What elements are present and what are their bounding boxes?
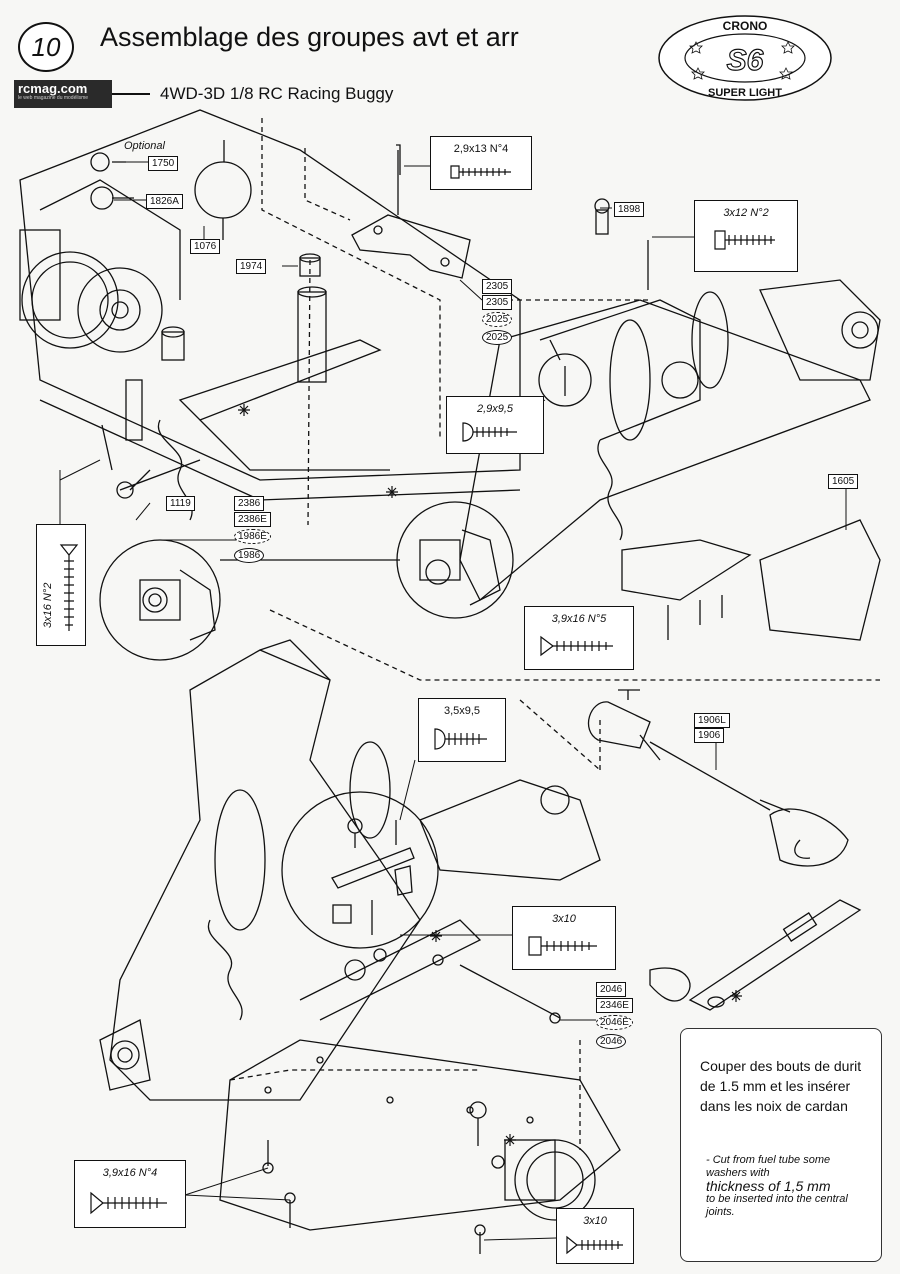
part-1906l: 1906L xyxy=(694,713,730,728)
front-hub-detail-circle xyxy=(99,539,221,661)
part-2386e: 2386E xyxy=(234,512,271,527)
screw-label: 3x10 xyxy=(552,913,576,925)
screw-box-3-5x9-5: 3,5x9,5 xyxy=(418,698,506,762)
front-gearbox xyxy=(19,179,181,353)
rear-driveshaft xyxy=(587,689,849,867)
part-1750: 1750 xyxy=(148,156,179,171)
crono-logo-center: S6 xyxy=(727,44,764,77)
rear-chassis-plate xyxy=(219,1039,621,1231)
part-2025-a: 2025 xyxy=(482,312,513,327)
part-2046-b: 2046 xyxy=(596,1034,627,1049)
rear-detail-circle xyxy=(281,791,439,949)
front-right-assembly xyxy=(459,198,881,602)
rcmag-logo-text: rcmag.com xyxy=(18,81,88,96)
part-1986e: 1986E xyxy=(234,529,271,544)
screw-icon xyxy=(540,635,613,657)
part-2305-b: 2305 xyxy=(482,295,513,310)
page-title: Assemblage des groupes avt et arr xyxy=(100,22,519,52)
rear-assembly xyxy=(99,639,601,1101)
screw-icon xyxy=(528,936,597,956)
screw-label: 3x10 xyxy=(583,1215,607,1227)
screw-label: 3,9x16 N°5 xyxy=(551,613,607,625)
front-top-plate xyxy=(351,214,471,279)
screw-box-3x16-n2 xyxy=(36,524,86,646)
screw-icon xyxy=(714,230,775,250)
rcmag-logo: rcmag.com le web magazine du modélisme xyxy=(14,80,112,108)
screw-label-vertical: 3x16 N°2 xyxy=(42,583,54,628)
part-2305-a: 2305 xyxy=(482,279,513,294)
screw-label: 3x12 N°2 xyxy=(723,207,769,219)
skid-plate xyxy=(621,539,752,601)
note-english: - Cut from fuel tube some washers with t… xyxy=(706,1154,866,1219)
part-2386: 2386 xyxy=(234,496,265,511)
front-chassis-plate xyxy=(19,109,521,481)
cutter-knife xyxy=(649,899,862,1011)
note-english-line-1: - Cut from fuel tube some washers with xyxy=(706,1154,831,1179)
screw-box-3x12-n2: 3x12 N°2 xyxy=(694,200,798,272)
part-1898: 1898 xyxy=(614,202,645,217)
front-right-hub-circle xyxy=(396,501,514,619)
screw-box-3-9x16-n5: 3,9x16 N°5 xyxy=(524,606,634,670)
part-1826a: 1826A xyxy=(146,194,183,209)
part-1076: 1076 xyxy=(190,239,221,254)
screw-icon xyxy=(59,544,79,631)
crono-logo-top: CRONO xyxy=(723,19,768,33)
screw-label: 3,5x9,5 xyxy=(443,705,481,717)
screw-box-2-9x13-n4: 2,9x13 N°4 xyxy=(430,136,532,190)
crono-s6-logo: CRONO S6 SUPER LIGHT xyxy=(656,12,834,104)
part-1986: 1986 xyxy=(234,548,265,563)
note-french: Couper des bouts de durit de 1.5 mm et l… xyxy=(700,1058,862,1114)
screw-box-3x10-a: 3x10 xyxy=(512,906,616,970)
screw-box-3-9x16-n4: 3,9x16 N°4 xyxy=(74,1160,186,1228)
note-box xyxy=(680,1028,882,1262)
note-english-line-3: to be inserted into the central joints. xyxy=(706,1193,848,1218)
screw-icon xyxy=(462,422,517,442)
screw-icon xyxy=(90,1191,167,1215)
screw-label: 2,9x13 N°4 xyxy=(453,143,509,155)
part-2025-b: 2025 xyxy=(482,330,513,345)
part-1906: 1906 xyxy=(694,728,725,743)
note-english-line-2: thickness of 1,5 mm xyxy=(706,1178,831,1194)
crono-logo-bottom: SUPER LIGHT xyxy=(708,87,782,99)
part-1605: 1605 xyxy=(828,474,859,489)
part-2046e: 2046E xyxy=(596,1015,633,1030)
screw-icon xyxy=(450,165,511,179)
part-1974: 1974 xyxy=(236,259,267,274)
part-2046: 2046 xyxy=(596,982,627,997)
steering-assembly xyxy=(101,253,390,521)
part-2346e: 2346E xyxy=(596,998,633,1013)
screw-box-3x10-b: 3x10 xyxy=(556,1208,634,1264)
page-subtitle: 4WD-3D 1/8 RC Racing Buggy xyxy=(160,84,394,103)
rcmag-logo-tagline: le web magazine du modélisme xyxy=(18,95,89,101)
screw-box-2-9x9-5: 2,9x9,5 xyxy=(446,396,544,454)
part-1119: 1119 xyxy=(166,496,195,511)
screw-icon xyxy=(434,728,487,750)
screw-icon xyxy=(566,1235,623,1255)
screw-label: 3,9x16 N°4 xyxy=(102,1167,158,1179)
screw-label: 2,9x9,5 xyxy=(476,403,514,415)
step-number: 10 xyxy=(18,22,74,72)
optional-label: Optional xyxy=(124,140,165,152)
